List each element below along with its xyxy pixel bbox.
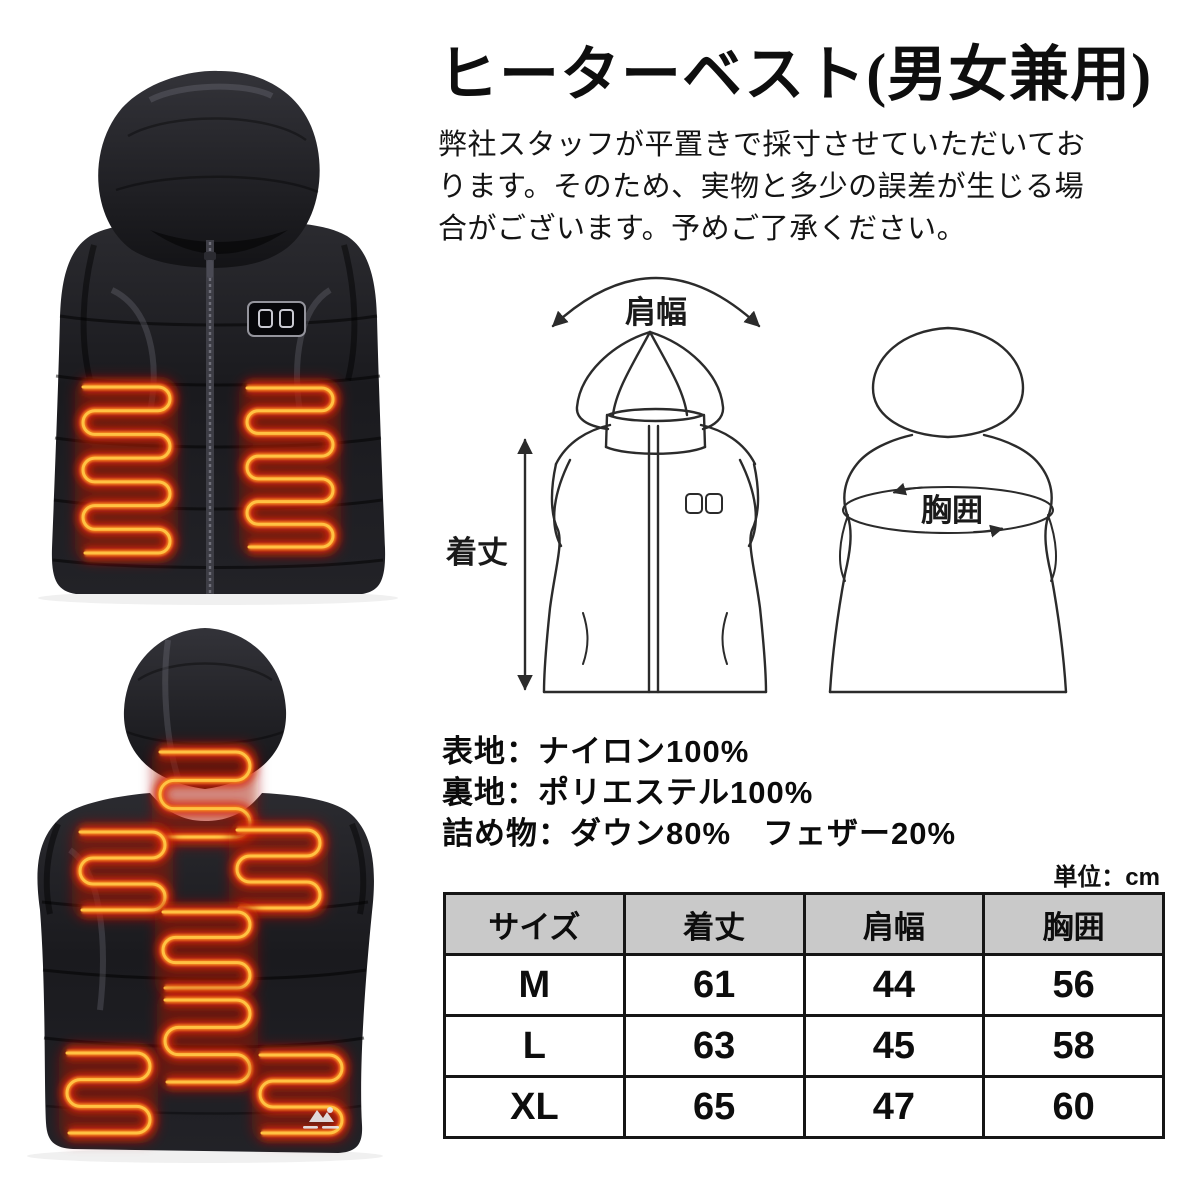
table-row-l: L 63 45 58	[443, 1014, 1165, 1078]
material-line-lining: 裏地：ポリエステル100%	[442, 775, 814, 810]
hood-opening-shadow	[150, 230, 288, 254]
back-vest-photo	[27, 628, 383, 1163]
shoulder-cell: 45	[802, 1014, 986, 1078]
description-line: ります。そのため、実物と多少の誤差が生じる場	[438, 171, 1085, 203]
zipper	[204, 240, 216, 594]
col-header-shoulder: 肩幅	[802, 892, 986, 956]
description: 弊社スタッフが平置きで採寸させていただいてお ります。そのため、実物と多少の誤差…	[438, 124, 1178, 250]
heating-panel	[75, 377, 178, 563]
material-line-outer: 表地：ナイロン100%	[442, 734, 750, 769]
photo-shadow	[27, 1149, 383, 1163]
photo-shadow	[38, 591, 398, 605]
length-cell: 65	[622, 1075, 806, 1139]
heating-wire	[235, 828, 322, 910]
front-heating-panels	[75, 377, 341, 563]
length-cell: 63	[622, 1014, 806, 1078]
armhole-shadow-left	[80, 244, 97, 381]
size-table: サイズ 着丈 肩幅 胸囲 M 61 44 56 L 63 45 58 XL 65	[443, 892, 1165, 1139]
armhole-shadow-right	[341, 244, 358, 381]
unit-note: 単位：cm	[1053, 864, 1160, 891]
back-heating-panels	[59, 742, 350, 1143]
table-row-xl: XL 65 47 60	[443, 1075, 1165, 1139]
mode-button-icon	[279, 309, 294, 328]
length-label: 着丈	[445, 535, 508, 570]
heating-panel	[239, 378, 341, 557]
col-header-chest: 胸囲	[982, 892, 1165, 956]
description-line: 弊社スタッフが平置きで採寸させていただいてお	[438, 129, 1086, 161]
heating-wire	[78, 830, 167, 912]
chest-arrow-right	[973, 524, 1004, 538]
sun-icon	[327, 1107, 333, 1113]
shoulder-width-arrow	[551, 276, 761, 328]
table-row-m: M 61 44 56	[443, 953, 1165, 1017]
col-header-length: 着丈	[622, 892, 806, 956]
heating-panel	[59, 1043, 158, 1143]
heating-wire	[258, 1053, 344, 1135]
heating-panel	[157, 990, 258, 1092]
shoulder-cell: 44	[802, 953, 986, 1017]
vest-hood	[98, 70, 320, 268]
chest-arrow-left	[892, 482, 923, 496]
size-cell: XL	[443, 1075, 626, 1139]
chest-cell: 56	[982, 953, 1165, 1017]
heating-wire	[65, 1051, 152, 1135]
size-cell: L	[443, 1014, 626, 1078]
page-title: ヒーターベスト(男女兼用)	[438, 42, 1153, 108]
heating-wire	[161, 910, 252, 990]
power-button-icon	[258, 309, 273, 328]
chest-cell: 58	[982, 1014, 1165, 1078]
brand-logo	[303, 1107, 339, 1129]
material-line-filling: 詰め物：ダウン80% フェザー20%	[442, 816, 957, 851]
materials: 表地：ナイロン100% 裏地：ポリエステル100% 詰め物：ダウン80% フェザ…	[442, 731, 956, 854]
back-view-drawing	[828, 326, 1068, 694]
control-patch	[247, 301, 306, 337]
col-header-size: サイズ	[443, 892, 626, 956]
button-icon	[705, 493, 723, 514]
heating-panel	[229, 820, 328, 918]
length-cell: 61	[622, 953, 806, 1017]
chest-ellipse	[842, 486, 1054, 534]
button-icon	[685, 493, 703, 514]
mountain-icon	[309, 1110, 334, 1122]
chest-label: 胸囲	[921, 493, 983, 528]
shoulder-cell: 47	[802, 1075, 986, 1139]
size-cell: M	[443, 953, 626, 1017]
measurement-diagram: 肩幅 着丈 胸囲	[445, 276, 1068, 694]
heating-wire	[245, 386, 335, 549]
front-view-drawing	[517, 276, 768, 694]
armhole-shadow-right	[349, 822, 367, 915]
heating-wire	[163, 998, 252, 1084]
chest-cell: 60	[982, 1075, 1165, 1139]
shoulder-width-label: 肩幅	[625, 295, 687, 330]
heating-panel	[155, 902, 258, 998]
table-header-row: サイズ 着丈 肩幅 胸囲	[443, 892, 1165, 956]
heating-wire	[81, 385, 172, 555]
description-line: 合がございます。予めご了承ください。	[438, 213, 967, 245]
heating-panel	[72, 822, 173, 920]
armhole-shadow-left	[43, 822, 61, 915]
front-vest-photo	[38, 70, 398, 605]
